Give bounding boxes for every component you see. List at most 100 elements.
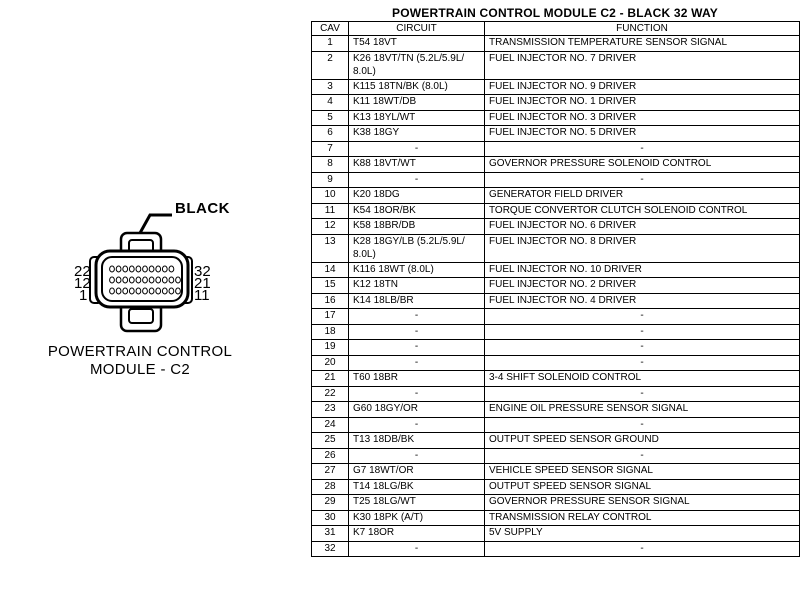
connector-pin <box>155 276 162 284</box>
function-cell: FUEL INJECTOR NO. 3 DRIVER <box>484 109 800 126</box>
circuit-cell: K58 18BR/DB <box>348 218 485 235</box>
circuit-cell: K115 18TN/BK (8.0L) <box>348 78 485 95</box>
circuit-cell: - <box>348 385 485 402</box>
function-cell: GOVERNOR PRESSURE SENSOR SIGNAL <box>484 494 800 511</box>
circuit-cell: T54 18VT <box>348 35 485 52</box>
function-cell: FUEL INJECTOR NO. 8 DRIVER <box>484 233 800 263</box>
cav-cell: 5 <box>311 109 349 126</box>
circuit-cell: K88 18VT/WT <box>348 156 485 173</box>
cav-cell: 25 <box>311 432 349 449</box>
function-cell: OUTPUT SPEED SENSOR GROUND <box>484 432 800 449</box>
cav-cell: 30 <box>311 509 349 526</box>
table-row: 22-- <box>311 385 800 402</box>
connector-pin <box>161 265 168 273</box>
circuit-cell: G7 18WT/OR <box>348 463 485 480</box>
caption-line-2: MODULE - C2 <box>90 361 190 378</box>
circuit-cell: K14 18LB/BR <box>348 292 485 309</box>
function-cell: FUEL INJECTOR NO. 9 DRIVER <box>484 78 800 95</box>
connector-pin <box>155 287 162 295</box>
function-cell: - <box>484 354 800 371</box>
connector-pin <box>122 265 129 273</box>
cav-cell: 2 <box>311 50 349 80</box>
cav-cell: 22 <box>311 385 349 402</box>
connector-pin <box>148 265 155 273</box>
connector-pin <box>142 276 148 284</box>
connector-pin <box>161 287 168 295</box>
connector-pin <box>142 287 148 295</box>
function-cell: 5V SUPPLY <box>484 525 800 542</box>
circuit-cell: K20 18DG <box>348 187 485 204</box>
cav-cell: 21 <box>311 370 349 387</box>
connector-pin <box>175 276 181 284</box>
connector-pin <box>168 276 175 284</box>
pin-label-1: 1 <box>79 287 88 304</box>
connector-pin <box>155 265 162 273</box>
function-cell: - <box>484 323 800 340</box>
function-cell: FUEL INJECTOR NO. 6 DRIVER <box>484 218 800 235</box>
cav-cell: 12 <box>311 218 349 235</box>
circuit-cell: - <box>348 540 485 557</box>
cav-cell: 13 <box>311 233 349 263</box>
circuit-cell: - <box>348 171 485 188</box>
function-cell: - <box>484 140 800 157</box>
function-cell: TORQUE CONVERTOR CLUTCH SOLENOID CONTROL <box>484 202 800 219</box>
circuit-cell: - <box>348 323 485 340</box>
connector-drawing <box>89 213 193 333</box>
circuit-cell: K28 18GY/LB (5.2L/5.9L/ 8.0L) <box>348 233 485 263</box>
pin-label-22: 22 <box>74 263 91 280</box>
table-row: 17-- <box>311 308 800 325</box>
connector-caption: POWERTRAIN CONTROL MODULE - C2 <box>40 343 240 379</box>
circuit-cell: - <box>348 339 485 356</box>
connector-pin <box>148 276 155 284</box>
cav-cell: 20 <box>311 354 349 371</box>
connector-pin <box>142 265 148 273</box>
cav-cell: 3 <box>311 78 349 95</box>
function-cell: VEHICLE SPEED SENSOR SIGNAL <box>484 463 800 480</box>
function-cell: GOVERNOR PRESSURE SOLENOID CONTROL <box>484 156 800 173</box>
cav-cell: 4 <box>311 94 349 111</box>
connector-pin <box>128 287 135 295</box>
cav-cell: 10 <box>311 187 349 204</box>
connector-pin <box>109 265 115 273</box>
circuit-cell: - <box>348 447 485 464</box>
circuit-cell: G60 18GY/OR <box>348 401 485 418</box>
circuit-cell: T60 18BR <box>348 370 485 387</box>
cav-cell: 1 <box>311 35 349 52</box>
cav-cell: 15 <box>311 277 349 294</box>
circuit-cell: T13 18DB/BK <box>348 432 485 449</box>
cav-cell: 6 <box>311 125 349 142</box>
connector-pin <box>135 287 142 295</box>
function-cell: - <box>484 447 800 464</box>
pin-label-12: 12 <box>74 275 91 292</box>
function-cell: - <box>484 339 800 356</box>
header-function: FUNCTION <box>484 21 800 36</box>
pin-label-21: 21 <box>194 275 211 292</box>
function-cell: GENERATOR FIELD DRIVER <box>484 187 800 204</box>
cav-cell: 24 <box>311 416 349 433</box>
circuit-cell: K12 18TN <box>348 277 485 294</box>
function-cell: FUEL INJECTOR NO. 7 DRIVER <box>484 50 800 80</box>
table-row: 9-- <box>311 171 800 188</box>
connector-pin <box>115 276 122 284</box>
pin-label-32: 32 <box>194 263 211 280</box>
cav-cell: 17 <box>311 308 349 325</box>
table-title: POWERTRAIN CONTROL MODULE C2 - BLACK 32 … <box>392 6 718 20</box>
connector-pin <box>161 276 168 284</box>
cav-cell: 28 <box>311 478 349 495</box>
cav-cell: 16 <box>311 292 349 309</box>
connector-pin <box>115 265 122 273</box>
cav-cell: 26 <box>311 447 349 464</box>
